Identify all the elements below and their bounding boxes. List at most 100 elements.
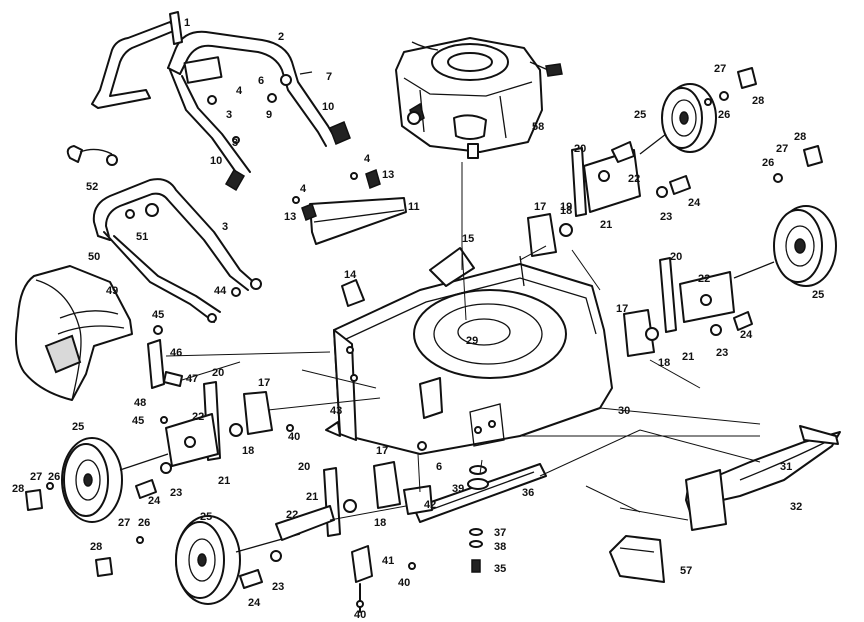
callout-27: 27 bbox=[776, 143, 788, 155]
callout-24: 24 bbox=[688, 197, 701, 209]
leader-lines bbox=[165, 245, 761, 521]
callout-7: 7 bbox=[326, 71, 332, 83]
callout-10: 10 bbox=[322, 101, 334, 113]
mower-deck bbox=[333, 247, 613, 455]
callout-6: 6 bbox=[258, 75, 264, 87]
callout-50: 50 bbox=[88, 251, 100, 263]
callout-28: 28 bbox=[90, 541, 102, 553]
callout-4: 4 bbox=[300, 183, 307, 195]
callout-28: 28 bbox=[794, 131, 806, 143]
callout-26: 26 bbox=[138, 517, 150, 529]
callout-42: 42 bbox=[424, 499, 436, 511]
callout-13: 13 bbox=[284, 211, 296, 223]
callout-28: 28 bbox=[752, 95, 764, 107]
deck-baffle bbox=[309, 197, 407, 245]
callout-43: 43 bbox=[330, 405, 342, 417]
callout-45: 45 bbox=[132, 415, 144, 427]
callout-14: 14 bbox=[344, 269, 357, 281]
callout-20: 20 bbox=[670, 251, 682, 263]
wheel-front-left bbox=[61, 437, 169, 523]
callout-6: 6 bbox=[436, 461, 442, 473]
misc-hardware bbox=[231, 172, 427, 570]
callout-46: 46 bbox=[170, 347, 182, 359]
callout-15: 15 bbox=[462, 233, 474, 245]
callout-40: 40 bbox=[288, 431, 300, 443]
callout-24: 24 bbox=[740, 329, 753, 341]
callout-22: 22 bbox=[192, 411, 204, 423]
callout-30: 30 bbox=[618, 405, 630, 417]
callout-37: 37 bbox=[494, 527, 506, 539]
callout-21: 21 bbox=[218, 475, 230, 487]
upper-handle bbox=[167, 30, 337, 179]
callout-48: 48 bbox=[134, 397, 146, 409]
callout-31: 31 bbox=[780, 461, 792, 473]
cable-clip-right bbox=[329, 121, 351, 145]
callout-23: 23 bbox=[272, 581, 284, 593]
callout-22: 22 bbox=[286, 509, 298, 521]
rear-door-bracket bbox=[147, 325, 183, 424]
engine bbox=[395, 37, 563, 159]
control-bail bbox=[91, 21, 177, 109]
callout-3: 3 bbox=[232, 137, 238, 149]
callout-27: 27 bbox=[30, 471, 42, 483]
callout-24: 24 bbox=[148, 495, 161, 507]
callout-21: 21 bbox=[306, 491, 318, 503]
callout-23: 23 bbox=[660, 211, 672, 223]
hub-caps bbox=[25, 67, 823, 577]
callout-38: 38 bbox=[494, 541, 506, 553]
axle-bolts bbox=[135, 175, 753, 589]
callout-26: 26 bbox=[48, 471, 60, 483]
callout-24: 24 bbox=[248, 597, 261, 609]
callout-27: 27 bbox=[714, 63, 726, 75]
callout-25: 25 bbox=[812, 289, 824, 301]
callout-17: 17 bbox=[258, 377, 270, 389]
callout-39: 39 bbox=[452, 483, 464, 495]
callout-57: 57 bbox=[680, 565, 692, 577]
callout-49: 49 bbox=[106, 285, 118, 297]
callout-52: 52 bbox=[86, 181, 98, 193]
callout-labels: 1 2 3 3 3 4 4 4 6 6 7 9 10 10 11 13 13 1… bbox=[12, 17, 824, 621]
callout-32: 32 bbox=[790, 501, 802, 513]
callout-40: 40 bbox=[398, 577, 410, 589]
callout-21: 21 bbox=[682, 351, 694, 363]
wheel-front-right bbox=[611, 83, 717, 163]
callout-26: 26 bbox=[762, 157, 774, 169]
cable-clip-left bbox=[224, 168, 246, 192]
callout-28: 28 bbox=[12, 483, 24, 495]
lower-handle bbox=[92, 178, 262, 323]
callout-18: 18 bbox=[242, 445, 254, 457]
blade bbox=[413, 463, 547, 523]
callout-20: 20 bbox=[574, 143, 586, 155]
engine-control-lever bbox=[66, 145, 118, 166]
callout-9: 9 bbox=[266, 109, 272, 121]
callout-18: 18 bbox=[560, 205, 572, 217]
hardware-bolts-upper bbox=[207, 71, 313, 144]
wheel-adjuster-front-right bbox=[519, 147, 641, 287]
callout-22: 22 bbox=[698, 273, 710, 285]
callout-17: 17 bbox=[376, 445, 388, 457]
callout-45: 45 bbox=[152, 309, 164, 321]
mulch-plug bbox=[609, 535, 665, 583]
callout-22: 22 bbox=[628, 173, 640, 185]
grass-bag bbox=[15, 265, 133, 401]
callout-17: 17 bbox=[616, 303, 628, 315]
callout-51: 51 bbox=[136, 231, 148, 243]
wheel-rear-left bbox=[175, 515, 301, 605]
callout-25: 25 bbox=[634, 109, 646, 121]
callout-11: 11 bbox=[408, 201, 420, 213]
callout-25: 25 bbox=[200, 511, 212, 523]
callout-40: 40 bbox=[354, 609, 366, 621]
callout-1: 1 bbox=[184, 17, 190, 29]
callout-4: 4 bbox=[364, 153, 371, 165]
callout-27: 27 bbox=[118, 517, 130, 529]
callout-20: 20 bbox=[298, 461, 310, 473]
callout-4: 4 bbox=[236, 85, 243, 97]
baffle-clips bbox=[301, 168, 381, 307]
wheel-adjuster-rear-right bbox=[623, 257, 735, 357]
callout-3: 3 bbox=[226, 109, 232, 121]
wheel-adjuster-front-left bbox=[165, 381, 273, 467]
callout-2: 2 bbox=[278, 31, 284, 43]
callout-18: 18 bbox=[374, 517, 386, 529]
callout-58: 58 bbox=[532, 121, 544, 133]
callout-47: 47 bbox=[186, 373, 198, 385]
